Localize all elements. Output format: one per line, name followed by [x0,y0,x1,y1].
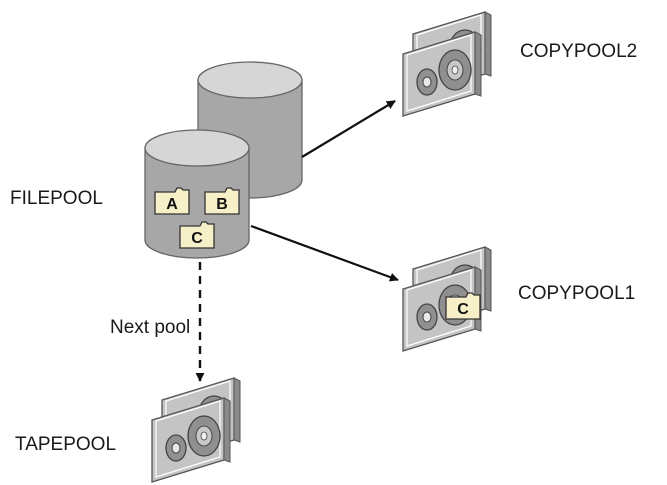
tapepool-label: TAPEPOOL [15,434,116,455]
copy-c-folder: C [445,292,481,320]
file-b-folder: B [204,187,240,215]
arrow-to-copypool2 [301,100,396,158]
file-c-label: C [191,230,203,247]
file-c-folder: C [179,221,215,249]
file-a-folder: A [154,187,190,215]
copy-c-label: C [457,301,469,318]
filepool-front-disk [144,129,250,259]
filepool-label: FILEPOOL [10,188,103,209]
next-pool-label: Next pool [110,317,190,338]
file-a-label: A [166,196,178,213]
file-b-label: B [216,196,228,213]
copypool2-label: COPYPOOL2 [520,41,637,62]
arrow-to-copypool1 [250,224,399,282]
copypool2-tapes-icon [403,12,491,116]
tapepool-tapes-icon [152,378,240,482]
copypool1-label: COPYPOOL1 [518,283,635,304]
